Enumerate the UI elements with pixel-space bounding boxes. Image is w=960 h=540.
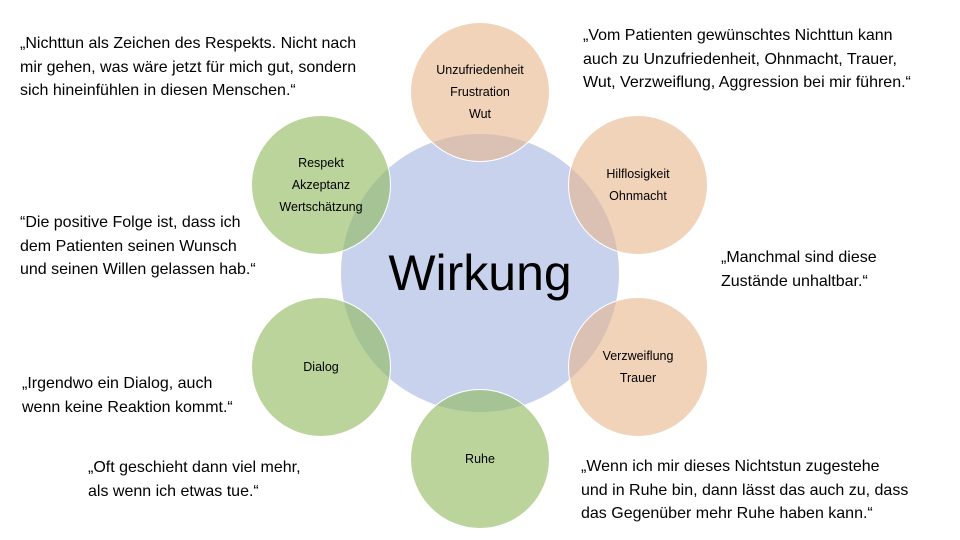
quote-top-left: „Nichttun als Zeichen des Respekts. Nich… bbox=[20, 32, 356, 103]
circle-unzufriedenheit: Unzufriedenheit Frustration Wut bbox=[410, 22, 550, 162]
circle-respekt: Respekt Akzeptanz Wertschätzung bbox=[251, 115, 391, 255]
quote-line: Zustände unhaltbar.“ bbox=[721, 272, 868, 290]
circle-label: Respekt bbox=[298, 156, 344, 170]
circle-label: Ruhe bbox=[465, 452, 495, 466]
circle-label: Hilflosigkeit bbox=[606, 167, 670, 181]
quote-line: „Manchmal sind diese bbox=[721, 249, 877, 266]
quote-line: „Oft geschieht dann viel mehr, bbox=[88, 459, 301, 476]
circle-label: Frustration bbox=[450, 85, 510, 99]
circle-label: Wertschätzung bbox=[279, 200, 363, 214]
quote-line: sich hineinfühlen in diesen Menschen.“ bbox=[20, 82, 296, 99]
quote-line: „Vom Patienten gewünschtes Nichttun kann bbox=[583, 27, 893, 44]
quote-bottom-right: „Wenn ich mir dieses Nichtstun zugestehe… bbox=[581, 455, 908, 526]
quote-line: „Wenn ich mir dieses Nichtstun zugestehe bbox=[581, 458, 880, 475]
quote-line: Wut, Verzweiflung, Aggression bei mir fü… bbox=[583, 74, 911, 91]
circle-verzweiflung: Verzweiflung Trauer bbox=[568, 297, 708, 437]
quote-line: “Die positive Folge ist, dass ich bbox=[20, 214, 241, 231]
circle-dialog: Dialog bbox=[251, 297, 391, 437]
circle-label: Unzufriedenheit bbox=[436, 63, 524, 77]
quote-lower-left: „Irgendwo ein Dialog, auch wenn keine Re… bbox=[22, 372, 233, 419]
quote-middle-right: „Manchmal sind diese Zustände unhaltbar.… bbox=[721, 246, 877, 293]
circle-label: Trauer bbox=[619, 371, 657, 385]
quote-line: das Gegenüber mehr Ruhe haben kann.“ bbox=[581, 505, 873, 522]
quote-bottom-left: „Oft geschieht dann viel mehr, als wenn … bbox=[88, 456, 301, 503]
circle-label: Akzeptanz bbox=[291, 178, 351, 192]
quote-middle-left: “Die positive Folge ist, dass ich dem Pa… bbox=[20, 211, 256, 282]
quote-line: „Nichttun als Zeichen des Respekts. Nich… bbox=[20, 35, 357, 52]
circle-label: Verzweiflung bbox=[602, 349, 674, 363]
quote-line: mir gehen, was wäre jetzt für mich gut, … bbox=[20, 58, 357, 76]
quote-line: „Irgendwo ein Dialog, auch bbox=[22, 375, 213, 392]
quote-line: als wenn ich etwas tue.“ bbox=[88, 482, 259, 500]
quote-line: und seinen Willen gelassen hab.“ bbox=[20, 261, 256, 278]
circle-label: Ohnmacht bbox=[609, 189, 667, 203]
circle-label: Dialog bbox=[303, 360, 339, 374]
circle-hilflosigkeit: Hilflosigkeit Ohnmacht bbox=[568, 115, 708, 255]
quote-line: auch zu Unzufriedenheit, Ohnmacht, Traue… bbox=[583, 50, 897, 68]
center-title: Wirkung bbox=[388, 245, 572, 301]
circle-ruhe: Ruhe bbox=[410, 389, 550, 529]
circle-label: Wut bbox=[469, 107, 491, 121]
quote-line: und in Ruhe bin, dann lässt das auch zu,… bbox=[581, 481, 909, 499]
quote-line: wenn keine Reaktion kommt.“ bbox=[22, 398, 233, 416]
quote-top-right: „Vom Patienten gewünschtes Nichttun kann… bbox=[583, 24, 911, 95]
quote-line: dem Patienten seinen Wunsch bbox=[20, 237, 237, 255]
